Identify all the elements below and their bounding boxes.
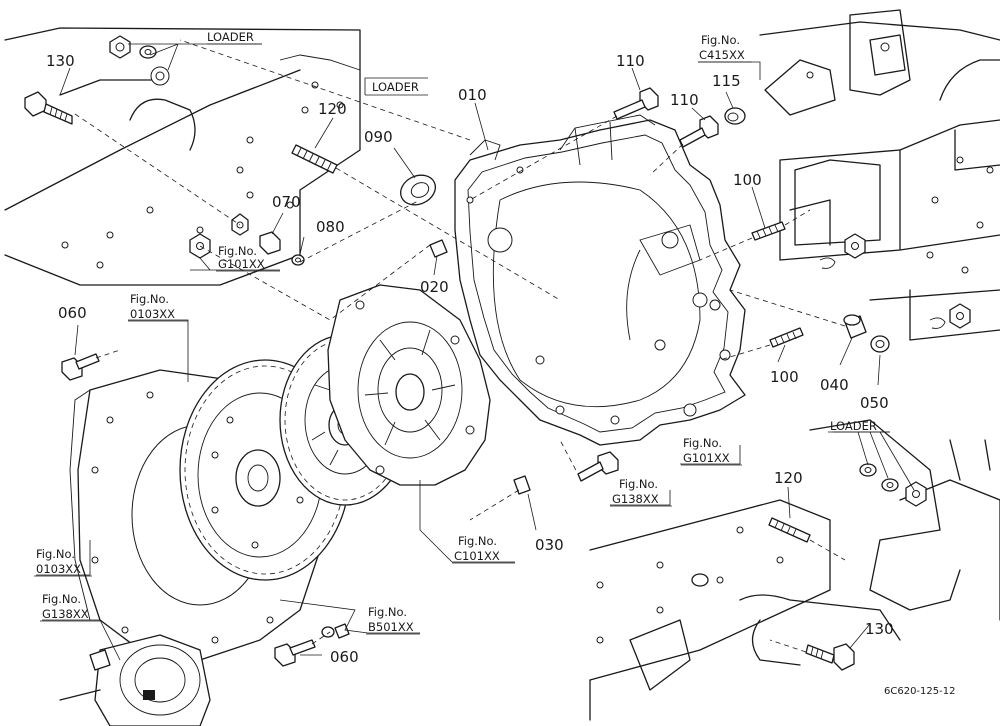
- clutch-housing-010: [454, 114, 746, 446]
- label-115: 115: [712, 72, 741, 90]
- label-010: 010: [458, 86, 487, 104]
- bolt-060-lower: [274, 639, 316, 667]
- dowel-030: [513, 475, 531, 495]
- fig-o103-top-code: 0103XX: [130, 307, 175, 321]
- bolt-g138-mid: [577, 451, 619, 482]
- leader-lines: [36, 43, 915, 661]
- label-100-upper: 100: [733, 171, 762, 189]
- alignment-lines: [74, 39, 846, 653]
- frame-upper-right: [759, 9, 1000, 341]
- label-030: 030: [535, 536, 564, 554]
- clutch-cover: [327, 284, 491, 486]
- label-130-upper: 130: [46, 52, 75, 70]
- label-040: 040: [820, 376, 849, 394]
- label-130-lower: 130: [865, 620, 894, 638]
- figure-ref-underlines: [34, 43, 890, 635]
- fig-g138-mid-code: G138XX: [612, 492, 659, 506]
- fig-b501-prefix: Fig.No.: [368, 605, 407, 619]
- fig-g138-left-prefix: Fig.No.: [42, 592, 81, 606]
- bushing-040: [843, 314, 867, 339]
- fig-c101-prefix: Fig.No.: [458, 534, 497, 548]
- label-120-upper: 120: [318, 100, 347, 118]
- fig-c101-code: C101XX: [454, 549, 500, 563]
- loader-label-top-mid: LOADER: [372, 80, 419, 94]
- plug-070: [259, 231, 281, 255]
- fig-b501-code: B501XX: [368, 620, 414, 634]
- label-100-lower: 100: [770, 368, 799, 386]
- label-090: 090: [364, 128, 393, 146]
- frame-lower-right: [589, 419, 1000, 721]
- fig-o103-bottom-code: 0103XX: [36, 562, 81, 576]
- dowel-020: [429, 239, 448, 258]
- label-020: 020: [420, 278, 449, 296]
- loader-label-top-left: LOADER: [207, 30, 254, 44]
- fig-g101-left-code: G101XX: [218, 257, 265, 271]
- label-070: 070: [272, 193, 301, 211]
- fig-o103-bottom-prefix: Fig.No.: [36, 547, 75, 561]
- figure-references: Fig.No. C415XX Fig.No. G101XX Fig.No. 01…: [36, 33, 745, 634]
- bolt-110-b: [679, 115, 719, 148]
- bolt-110-a: [613, 87, 659, 120]
- label-110-lower: 110: [670, 91, 699, 109]
- stud-100-upper: [751, 221, 786, 241]
- washer-050: [870, 335, 890, 353]
- loader-bracket-upper-left: [4, 27, 361, 286]
- fig-g101-left-prefix: Fig.No.: [218, 244, 257, 258]
- label-120-lower: 120: [774, 469, 803, 487]
- label-050: 050: [860, 394, 889, 412]
- bolt-060-upper: [61, 353, 100, 381]
- fig-g101-right-prefix: Fig.No.: [683, 436, 722, 450]
- stud-100-lower: [769, 327, 804, 348]
- starter-motor: [59, 634, 211, 726]
- stud-120-upper: [291, 144, 338, 174]
- plug-115: [724, 107, 746, 125]
- fig-g138-left-code: G138XX: [42, 607, 89, 621]
- label-060-upper: 060: [58, 304, 87, 322]
- loader-label-right: LOADER: [830, 419, 877, 433]
- fig-g101-right-code: G101XX: [683, 451, 730, 465]
- part-b501: [321, 623, 350, 639]
- fig-g138-mid-prefix: Fig.No.: [619, 477, 658, 491]
- loader-labels: LOADER LOADER LOADER: [207, 30, 877, 433]
- oil-seal-090: [399, 174, 437, 206]
- fig-o103-top-prefix: Fig.No.: [130, 292, 169, 306]
- drawing-code: 6C620-125-12: [884, 686, 955, 697]
- fig-c415-code: C415XX: [699, 48, 745, 62]
- label-060-lower: 060: [330, 648, 359, 666]
- label-080: 080: [316, 218, 345, 236]
- washer-080: [291, 254, 305, 266]
- fig-c415-prefix: Fig.No.: [701, 33, 740, 47]
- label-110-upper: 110: [616, 52, 645, 70]
- part-labels: 010 020 030 040 050 060 060 070 080 090 …: [46, 52, 894, 666]
